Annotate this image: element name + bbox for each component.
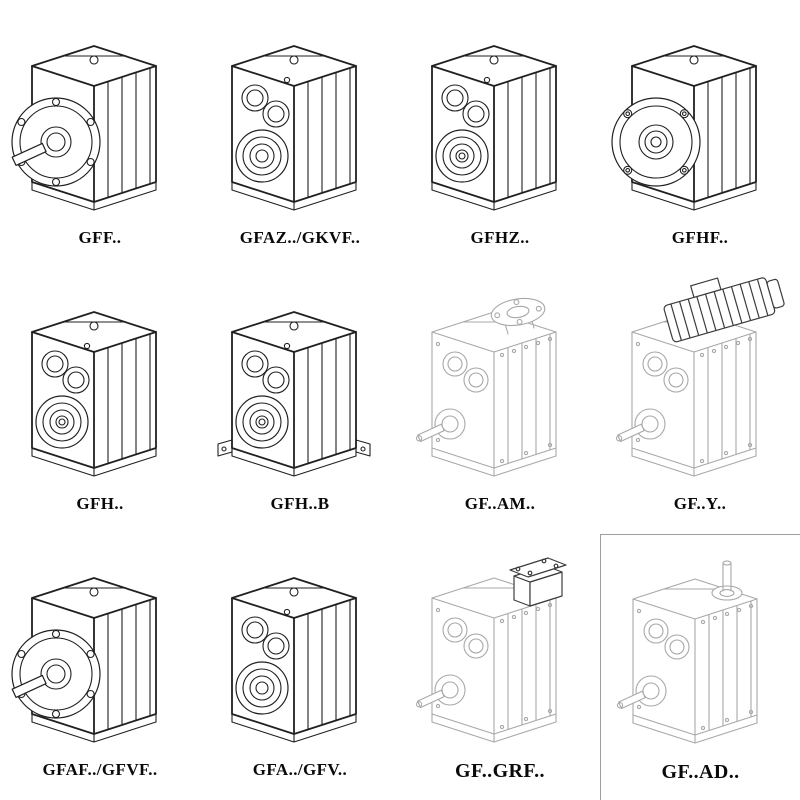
drawing-area [201, 2, 399, 226]
gearbox-twin-bores-drawing [231, 577, 357, 743]
gearbox-motor-drawing [615, 274, 787, 477]
drawing-area [401, 268, 599, 492]
item-label: GFAZ../GKVF.. [239, 228, 361, 247]
item-label: GFHF.. [671, 228, 729, 247]
item-label: GFA../GFV.. [252, 760, 348, 779]
drawing-area [1, 534, 199, 758]
catalog-item: GFHF.. [600, 2, 800, 268]
catalog-item: GFHZ.. [400, 2, 600, 268]
catalog-item: GFAF../GFVF.. [0, 534, 200, 800]
catalog-item: GFAZ../GKVF.. [200, 2, 400, 268]
catalog-item: GFH..B [200, 268, 400, 534]
drawing-area [401, 2, 599, 226]
gearbox-input-shaft-drawing [616, 560, 758, 744]
item-label: GF..AM.. [464, 494, 536, 513]
gearbox-hollow-shaft-drawing [31, 311, 157, 477]
drawing-area [201, 268, 399, 492]
gearbox-hollow-shaft-drawing [431, 45, 557, 211]
item-label: GFF.. [78, 228, 122, 247]
catalog-item: GFF.. [0, 2, 200, 268]
catalog-item: GF..AD.. [600, 534, 800, 800]
item-label: GFH.. [76, 494, 124, 513]
gearbox-flange-hollow-drawing [611, 45, 757, 211]
gearbox-hollow-shaft-foot-drawing [217, 311, 371, 477]
catalog-item: GF..Y.. [600, 268, 800, 534]
item-label: GF..GRF.. [455, 760, 545, 782]
catalog-item: GF..AM.. [400, 268, 600, 534]
drawing-area [601, 268, 799, 492]
drawing-area [602, 535, 800, 759]
gearbox-twin-bores-drawing [231, 45, 357, 211]
item-label: GFHZ.. [470, 228, 530, 247]
catalog-item: GFA../GFV.. [200, 534, 400, 800]
drawing-area [1, 2, 199, 226]
item-label: GF..Y.. [673, 494, 727, 513]
item-label: GF..AD.. [661, 761, 740, 783]
catalog-item: GF..GRF.. [400, 534, 600, 800]
gearbox-flange-shaft-drawing [11, 577, 157, 743]
drawing-area [601, 2, 799, 226]
catalog-item: GFH.. [0, 268, 200, 534]
gearbox-adapter-flange-drawing [415, 294, 557, 477]
gearbox-flange-shaft-drawing [11, 45, 157, 211]
item-label: GFH..B [270, 494, 330, 513]
gearbox-adapter-block-drawing [415, 557, 567, 743]
drawing-area [1, 268, 199, 492]
drawing-area [201, 534, 399, 758]
drawing-area [401, 534, 599, 758]
item-label: GFAF../GFVF.. [42, 760, 158, 779]
